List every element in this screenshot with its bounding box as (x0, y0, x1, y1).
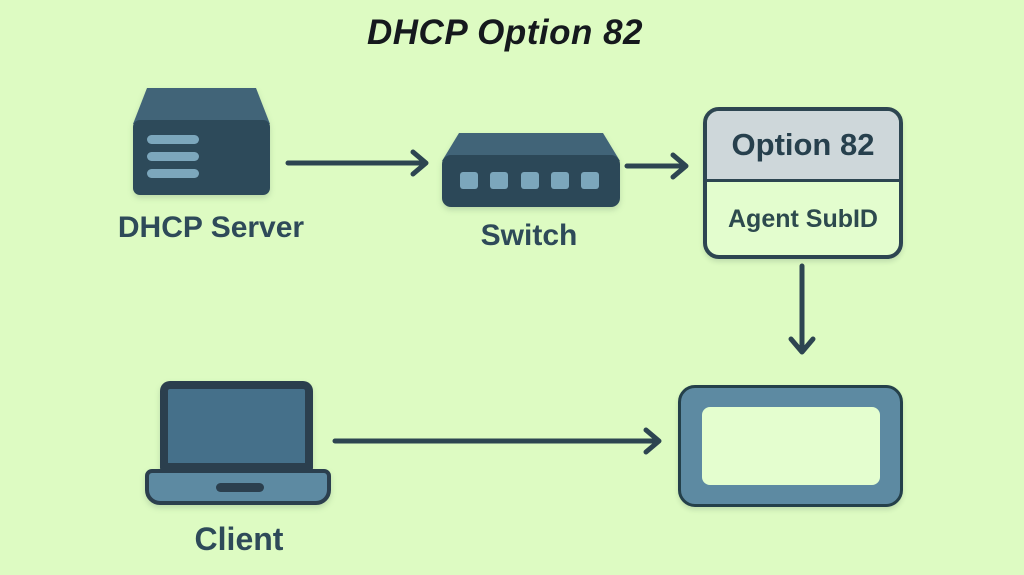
page-title: DHCP Option 82 (367, 13, 643, 52)
switch-label: Switch (480, 219, 578, 252)
arrow-option82-to-device (788, 263, 816, 355)
laptop-base (145, 469, 331, 505)
client-label: Client (194, 521, 284, 557)
device-frame-icon (678, 385, 903, 507)
option82-header: Option 82 (707, 111, 899, 182)
server-slat (147, 135, 199, 144)
server-slat (147, 152, 199, 161)
option82-box: Option 82 Agent SubID (703, 107, 903, 259)
switch-port (460, 172, 478, 189)
laptop-icon (145, 378, 335, 508)
laptop-trackpad (216, 483, 264, 492)
switch-icon (442, 133, 620, 207)
arrow-switch-to-option82 (624, 152, 689, 180)
switch-front-face (442, 155, 620, 207)
option82-agent-subid: Agent SubID (728, 204, 878, 233)
switch-port (551, 172, 569, 189)
arrow-client-to-device (332, 427, 662, 455)
switch-port (521, 172, 539, 189)
dhcp-server-label: DHCP Server (117, 211, 305, 244)
server-front-face (133, 120, 270, 195)
server-icon (133, 88, 270, 195)
arrow-server-to-switch (285, 149, 429, 177)
laptop-screen (160, 381, 313, 471)
switch-port (581, 172, 599, 189)
server-top-face (133, 88, 270, 124)
device-screen (702, 407, 880, 485)
switch-port (490, 172, 508, 189)
server-slat (147, 169, 199, 178)
